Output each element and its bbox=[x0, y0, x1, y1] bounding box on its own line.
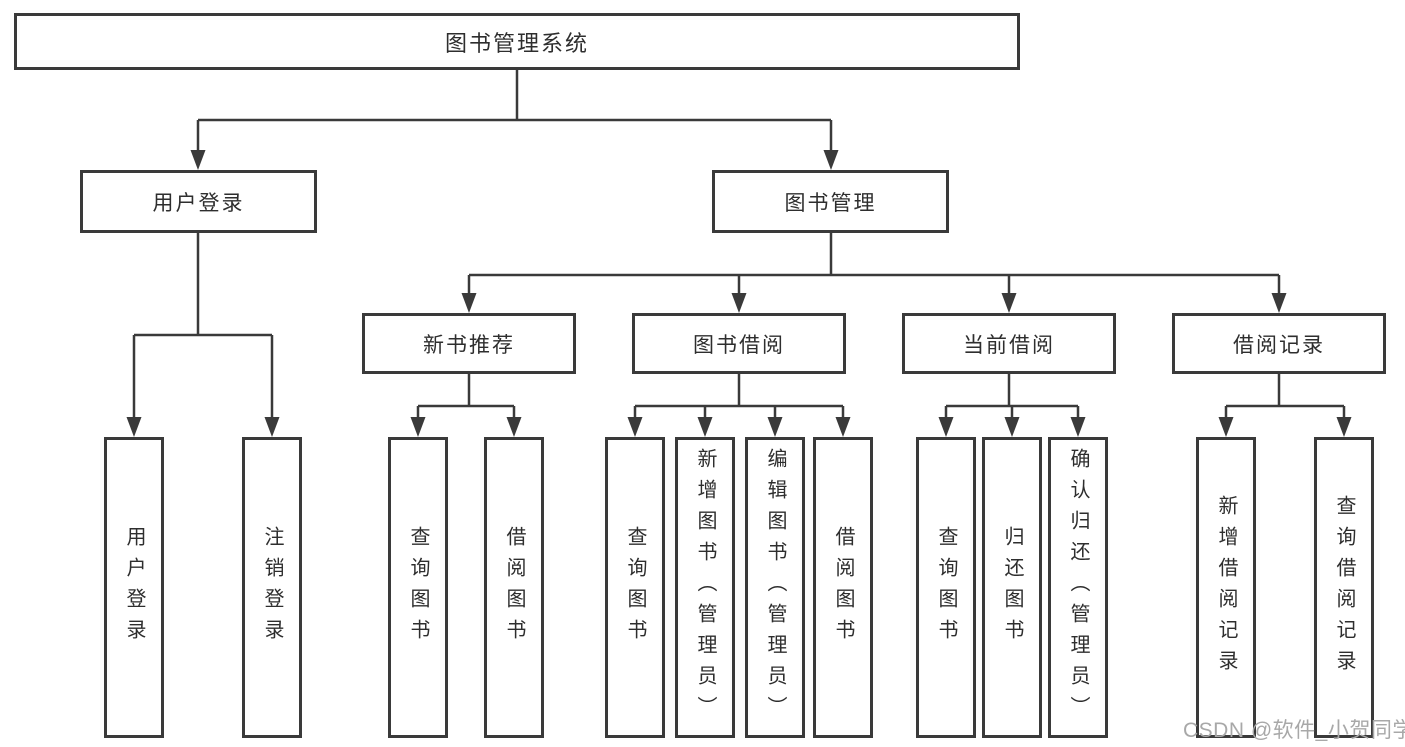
leaf-confirm-return-admin-label: 确认归还（管理员） bbox=[1067, 448, 1089, 727]
leaf-borrow-books-2-label: 借阅图书 bbox=[832, 525, 854, 650]
leaf-borrow-books: 借阅图书 bbox=[484, 437, 544, 738]
arrowhead-icon bbox=[823, 150, 839, 170]
leaf-add-book-admin: 新增图书（管理员） bbox=[675, 437, 735, 738]
arrowhead-icon bbox=[938, 417, 954, 437]
leaf-user-login-label: 用户登录 bbox=[123, 525, 145, 650]
leaf-query-borrow-record-label: 查询借阅记录 bbox=[1333, 494, 1355, 681]
connector-records-to-leaves bbox=[1218, 374, 1352, 437]
node-root-label: 图书管理系统 bbox=[444, 30, 589, 56]
watermark: CSDN @软件_小贺同学 bbox=[1183, 719, 1405, 742]
arrowhead-icon bbox=[767, 417, 783, 437]
arrowhead-icon bbox=[835, 417, 851, 437]
leaf-query-books-2: 查询图书 bbox=[605, 437, 665, 738]
node-book-borrow: 图书借阅 bbox=[632, 313, 846, 374]
node-root: 图书管理系统 bbox=[14, 13, 1020, 70]
connector-currentborrow-to-leaves bbox=[938, 374, 1086, 437]
leaf-return-book-label: 归还图书 bbox=[1001, 525, 1023, 650]
node-new-book-recommend: 新书推荐 bbox=[362, 313, 576, 374]
node-borrow-records: 借阅记录 bbox=[1172, 313, 1386, 374]
leaf-query-books-2-label: 查询图书 bbox=[624, 525, 646, 650]
node-book-management-label: 图书管理 bbox=[784, 191, 877, 215]
leaf-query-books-3: 查询图书 bbox=[916, 437, 976, 738]
connector-userlogin-to-leaves bbox=[126, 233, 280, 437]
leaf-add-borrow-record: 新增借阅记录 bbox=[1196, 437, 1256, 738]
leaf-edit-book-admin-label: 编辑图书（管理员） bbox=[764, 448, 786, 727]
leaf-borrow-books-label: 借阅图书 bbox=[503, 525, 525, 650]
arrowhead-icon bbox=[506, 417, 522, 437]
leaf-query-books-label: 查询图书 bbox=[407, 525, 429, 650]
connector-bookborrow-to-leaves bbox=[627, 374, 851, 437]
leaf-user-login: 用户登录 bbox=[104, 437, 164, 738]
leaf-logout: 注销登录 bbox=[242, 437, 302, 738]
node-book-management: 图书管理 bbox=[712, 170, 949, 233]
connector-bookmgmt-to-level3 bbox=[461, 233, 1287, 313]
leaf-add-book-admin-label: 新增图书（管理员） bbox=[694, 448, 716, 727]
arrowhead-icon bbox=[126, 417, 142, 437]
node-user-login: 用户登录 bbox=[80, 170, 317, 233]
connector-newbook-to-leaves bbox=[410, 374, 522, 437]
leaf-query-books: 查询图书 bbox=[388, 437, 448, 738]
node-current-borrow-label: 当前借阅 bbox=[963, 333, 1055, 357]
leaf-borrow-books-2: 借阅图书 bbox=[813, 437, 873, 738]
leaf-confirm-return-admin: 确认归还（管理员） bbox=[1048, 437, 1108, 738]
leaf-return-book: 归还图书 bbox=[982, 437, 1042, 738]
node-new-book-recommend-label: 新书推荐 bbox=[423, 333, 515, 357]
node-current-borrow: 当前借阅 bbox=[902, 313, 1116, 374]
arrowhead-icon bbox=[1218, 417, 1234, 437]
node-book-borrow-label: 图书借阅 bbox=[693, 333, 785, 357]
arrowhead-icon bbox=[697, 417, 713, 437]
leaf-logout-label: 注销登录 bbox=[261, 525, 283, 650]
arrowhead-icon bbox=[190, 150, 206, 170]
arrowhead-icon bbox=[410, 417, 426, 437]
leaf-query-borrow-record: 查询借阅记录 bbox=[1314, 437, 1374, 738]
arrowhead-icon bbox=[627, 417, 643, 437]
node-borrow-records-label: 借阅记录 bbox=[1233, 333, 1325, 357]
leaf-edit-book-admin: 编辑图书（管理员） bbox=[745, 437, 805, 738]
leaf-add-borrow-record-label: 新增借阅记录 bbox=[1215, 494, 1237, 681]
arrowhead-icon bbox=[731, 293, 747, 313]
leaf-query-books-3-label: 查询图书 bbox=[935, 525, 957, 650]
arrowhead-icon bbox=[1271, 293, 1287, 313]
node-user-login-label: 用户登录 bbox=[152, 191, 245, 215]
arrowhead-icon bbox=[461, 293, 477, 313]
arrowhead-icon bbox=[1004, 417, 1020, 437]
arrowhead-icon bbox=[1336, 417, 1352, 437]
arrowhead-icon bbox=[1001, 293, 1017, 313]
arrowhead-icon bbox=[264, 417, 280, 437]
connector-root-to-level2 bbox=[190, 70, 839, 170]
arrowhead-icon bbox=[1070, 417, 1086, 437]
